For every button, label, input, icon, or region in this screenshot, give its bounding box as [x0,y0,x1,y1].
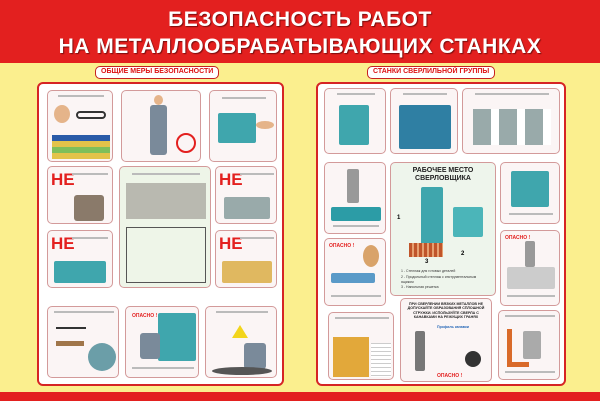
floor-grate-icon [409,243,443,257]
lathe-hazard-tile: ОПАСНО ! [125,306,199,378]
tool-cabinet-icon [453,207,483,237]
vise-tile [500,162,560,224]
prohibition-tile-2: НЕ [47,230,113,288]
legend-item-2: 2 - Продольный стеллаж с инструментальны… [401,275,477,284]
electrical-schematic-tile [328,312,394,380]
callout-2: 2 [461,251,465,257]
ppe-table [52,135,110,159]
hook-icon [56,327,86,329]
ne-label: НЕ [219,234,243,253]
danger-label: ОПАСНО ! [437,373,463,379]
general-safety-panel: НЕ НЕ НЕ НЕ ОПАСНО ! [37,82,284,386]
hand-hazard-tile: ОПАСНО ! [324,238,386,306]
title-banner: БЕЗОПАСНОСТЬ РАБОТ НА МЕТАЛЛООБРАБАТЫВАЮ… [0,0,600,63]
driller-workplace-tile: РАБОЧЕЕ МЕСТО СВЕРЛОВЩИКА 1 2 3 1 - Стел… [390,162,496,296]
drill-feed-tile [324,162,386,234]
danger-label: ОПАСНО ! [132,313,158,319]
prohibition-tile-3: НЕ [215,166,277,224]
ne-label: НЕ [51,170,75,189]
callout-1: 1 [397,215,401,221]
hand-icon [256,121,274,129]
coolant-tile [498,310,560,380]
chip-formation-tile: ПРИ СВЕРЛЕНИИ ВЯЗКИХ МЕТАЛЛОВ НЕ ДОПУСКА… [400,298,492,382]
warning-sign-icon [232,325,248,338]
callout-3: 3 [425,259,429,265]
machine-switch-tile [209,90,277,162]
section-label-general: ОБЩИЕ МЕРЫ БЕЗОПАСНОСТИ [95,66,220,79]
drill-zone-tile [324,88,386,154]
glove-icon [363,245,379,267]
legend-item-1: 1 - Стеллаж для готовых деталей [401,269,456,273]
flute-profile-label: Профиль канавки [437,325,470,329]
workpiece-hazard-tile: ОПАСНО ! [500,230,560,306]
ppe-tile [47,90,113,162]
chip-hazard-icon [88,343,116,371]
chip-formation-text: ПРИ СВЕРЛЕНИИ ВЯЗКИХ МЕТАЛЛОВ НЕ ДОПУСКА… [407,302,485,320]
ne-label: НЕ [51,234,75,253]
grounding-tile [119,166,211,288]
drilling-machines-panel: РАБОЧЕЕ МЕСТО СВЕРЛОВЩИКА 1 2 3 1 - Стел… [316,82,566,386]
title-line-2: НА МЕТАЛЛООБРАБАТЫВАЮЩИХ СТАНКАХ [58,35,542,58]
machine-icon [218,113,256,143]
drill-press-icon [421,187,443,253]
ne-label: НЕ [219,170,243,189]
goggles-icon [76,111,106,119]
workwear-tile [121,90,201,162]
prohibition-tile-1: НЕ [47,166,113,224]
radial-drill-tile [390,88,458,154]
danger-label: ОПАСНО ! [505,235,531,241]
lathe-icon [158,313,196,361]
title-line-1: БЕЗОПАСНОСТЬ РАБОТ [168,8,432,31]
workplace-title: РАБОЧЕЕ МЕСТО СВЕРЛОВЩИКА [412,167,474,182]
face-shield-icon [54,105,70,123]
fixtures-tile [462,88,560,154]
wiring-diagram [126,227,206,283]
brush-icon [56,341,84,346]
section-label-drilling: СТАНКИ СВЕРЛИЛЬНОЙ ГРУППЫ [367,66,496,79]
legend-item-3: 3 - Напольная решетка [401,285,439,289]
schematic-diagram [333,337,369,377]
flute-section-icon [465,351,481,367]
chip-removal-tile [47,306,119,378]
worker-figure [150,105,167,155]
danger-label: ОПАСНО ! [329,243,355,249]
prohibited-gloves-icon [176,133,196,153]
prohibition-tile-4: НЕ [215,230,277,288]
bottom-band [0,392,600,401]
clean-workplace-tile [205,306,277,378]
drill-bit-icon [415,331,425,371]
workshop-illustration [126,183,206,219]
